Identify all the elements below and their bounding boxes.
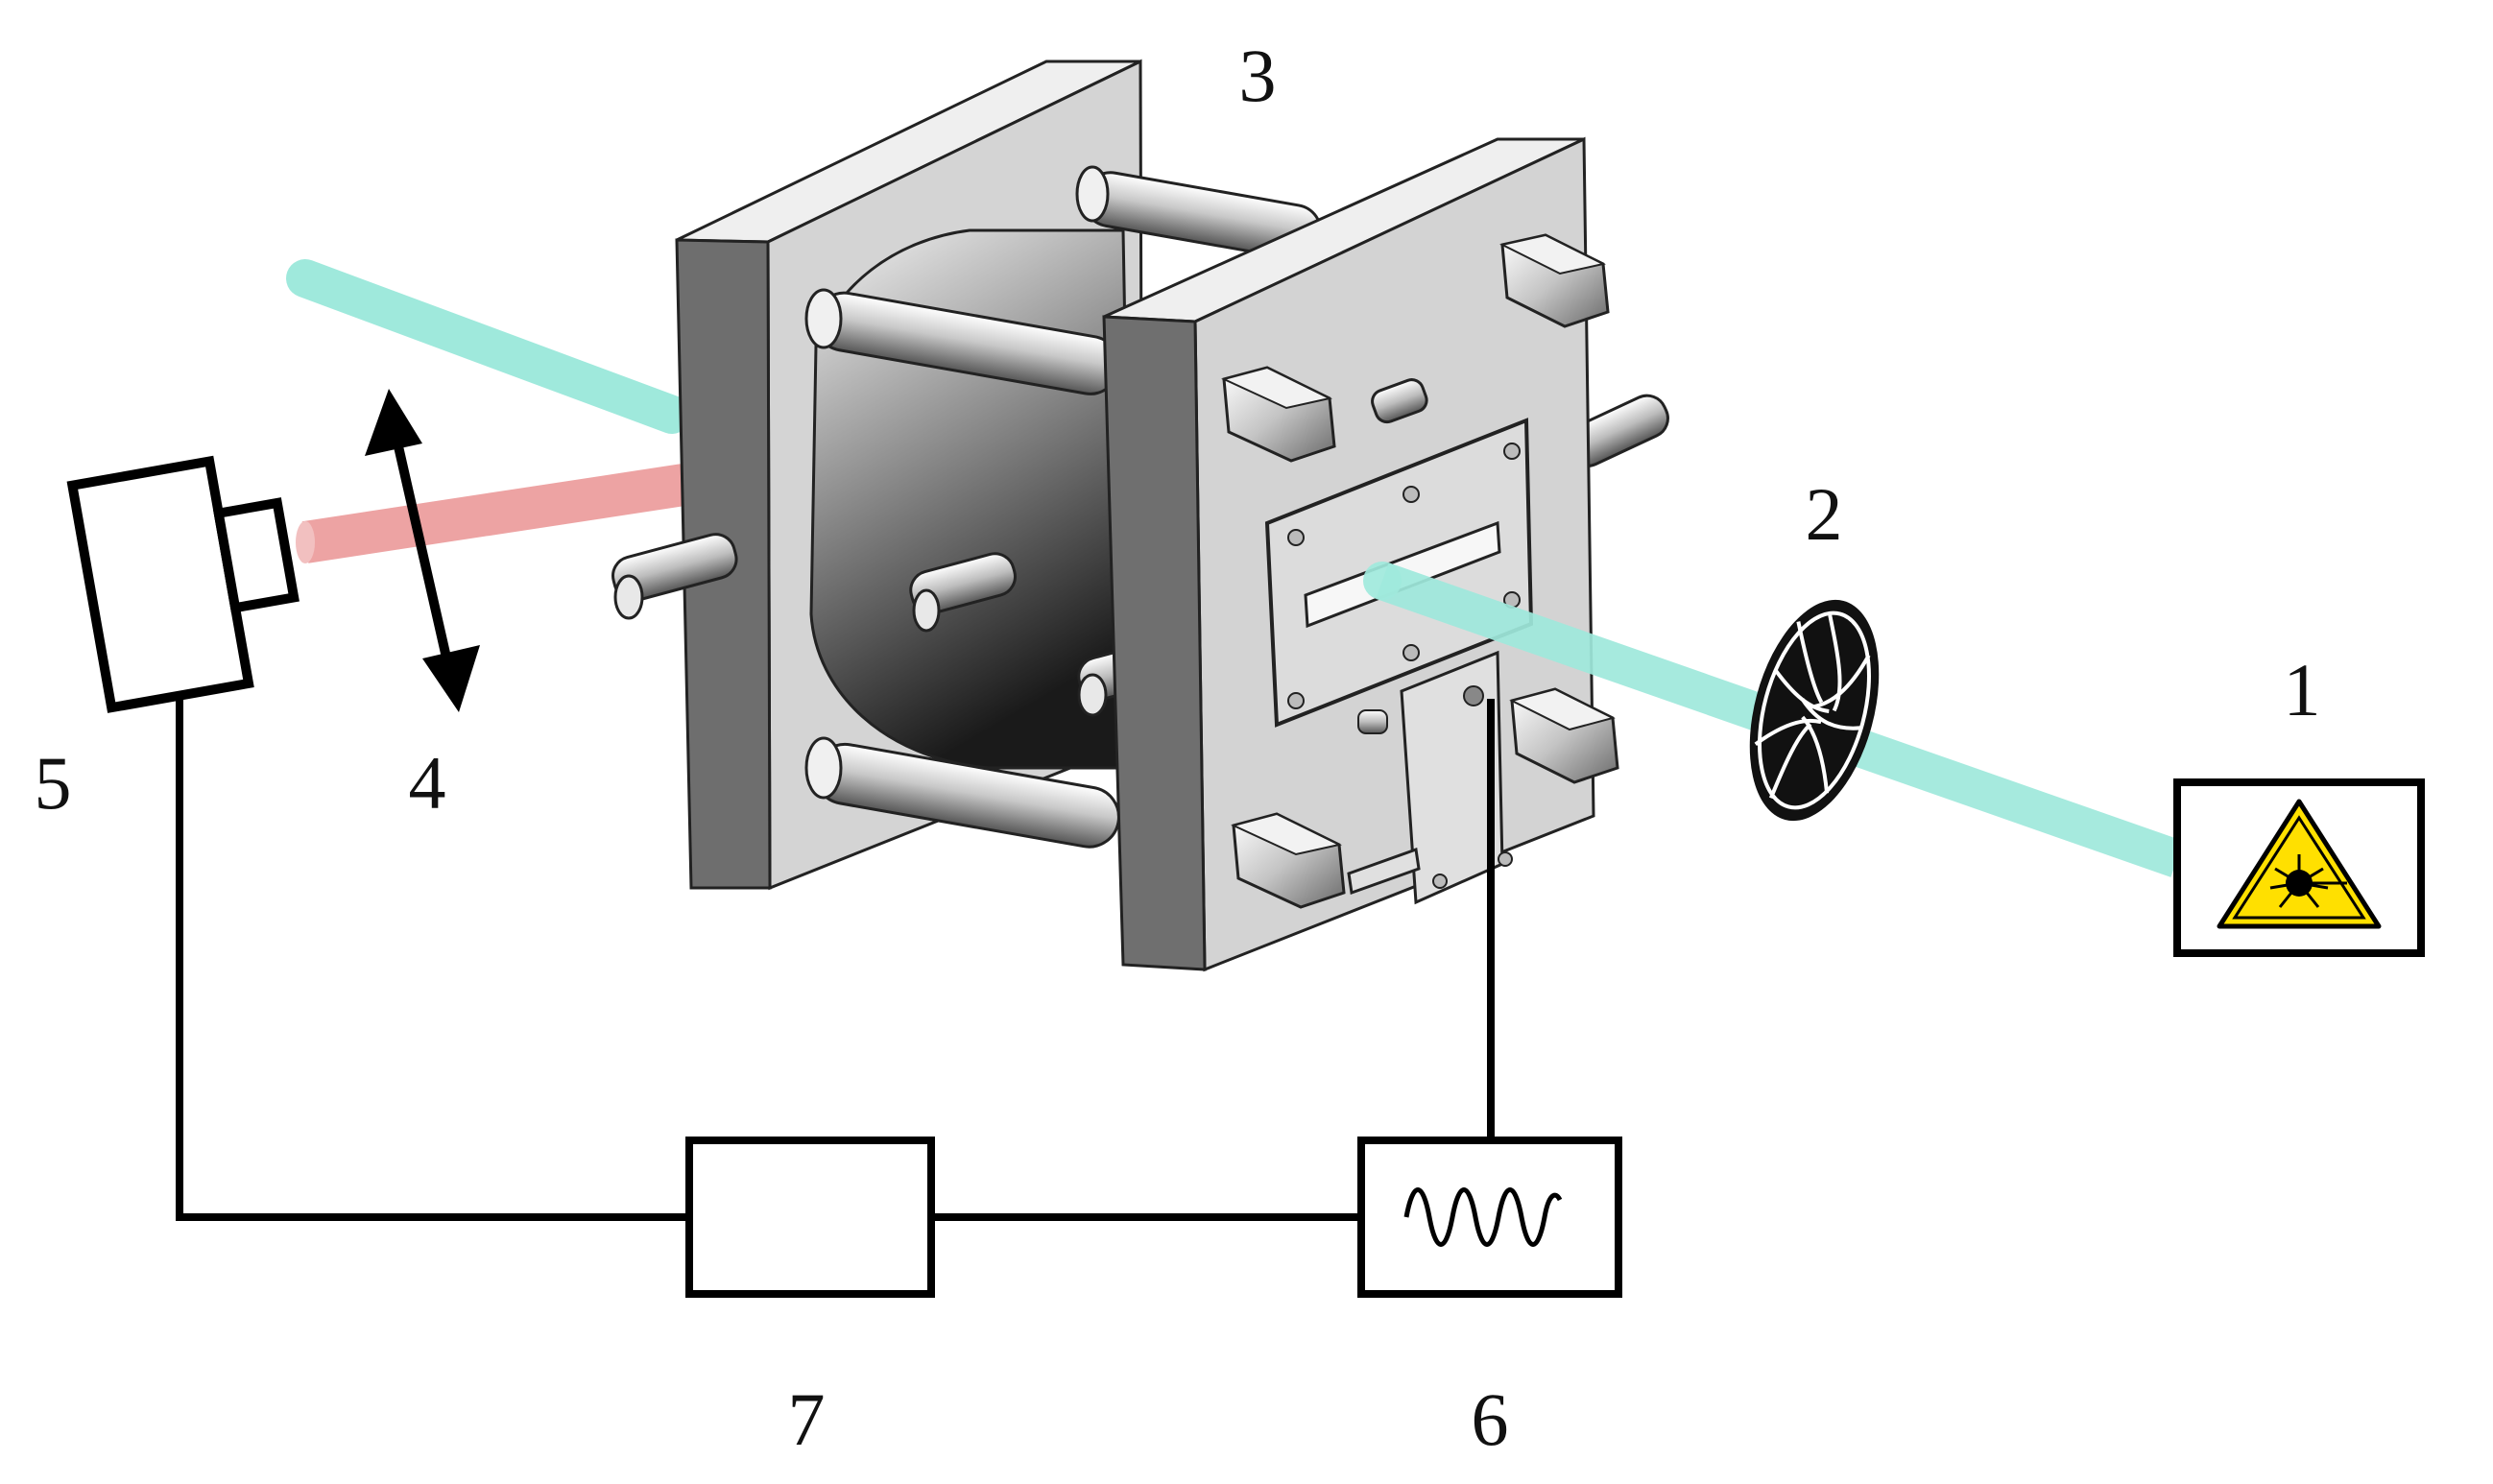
label-lens: 4	[409, 741, 446, 825]
electrode-strip	[1347, 650, 1513, 905]
controller-box	[685, 1137, 935, 1298]
label-laser: 1	[2284, 648, 2321, 731]
laser-source	[2173, 778, 2425, 957]
component-labels: 1 2 3 4 5 6 7	[35, 34, 2321, 1461]
sine-wave-icon	[1403, 1187, 1563, 1247]
label-controller: 7	[788, 1377, 826, 1461]
electrochemical-cell	[611, 59, 1669, 972]
tie-rods	[804, 165, 1323, 849]
laser-warning-icon	[2217, 799, 2382, 929]
connection-wires	[176, 693, 1358, 1221]
camera	[66, 455, 300, 713]
shutter	[1749, 599, 1880, 822]
hex-bolts	[1221, 233, 1619, 909]
probe-beam	[296, 464, 687, 563]
double-arrow-icon	[365, 389, 422, 456]
laser-beam-exit	[286, 259, 691, 434]
gas-fitting	[1371, 378, 1428, 424]
label-camera: 5	[35, 741, 72, 825]
bolt-top-right	[1499, 233, 1610, 328]
label-shutter: 2	[1806, 472, 1843, 556]
lens-double-arrow	[365, 389, 480, 712]
bolt-bottom-left	[1231, 812, 1346, 909]
label-cell: 3	[1239, 34, 1277, 117]
bolt-bottom-right	[1509, 687, 1619, 784]
bolt-top-left	[1221, 366, 1336, 463]
shutter-aperture-icon	[1749, 599, 1880, 822]
label-generator: 6	[1472, 1377, 1509, 1461]
signal-generator-box	[1357, 1137, 1622, 1298]
